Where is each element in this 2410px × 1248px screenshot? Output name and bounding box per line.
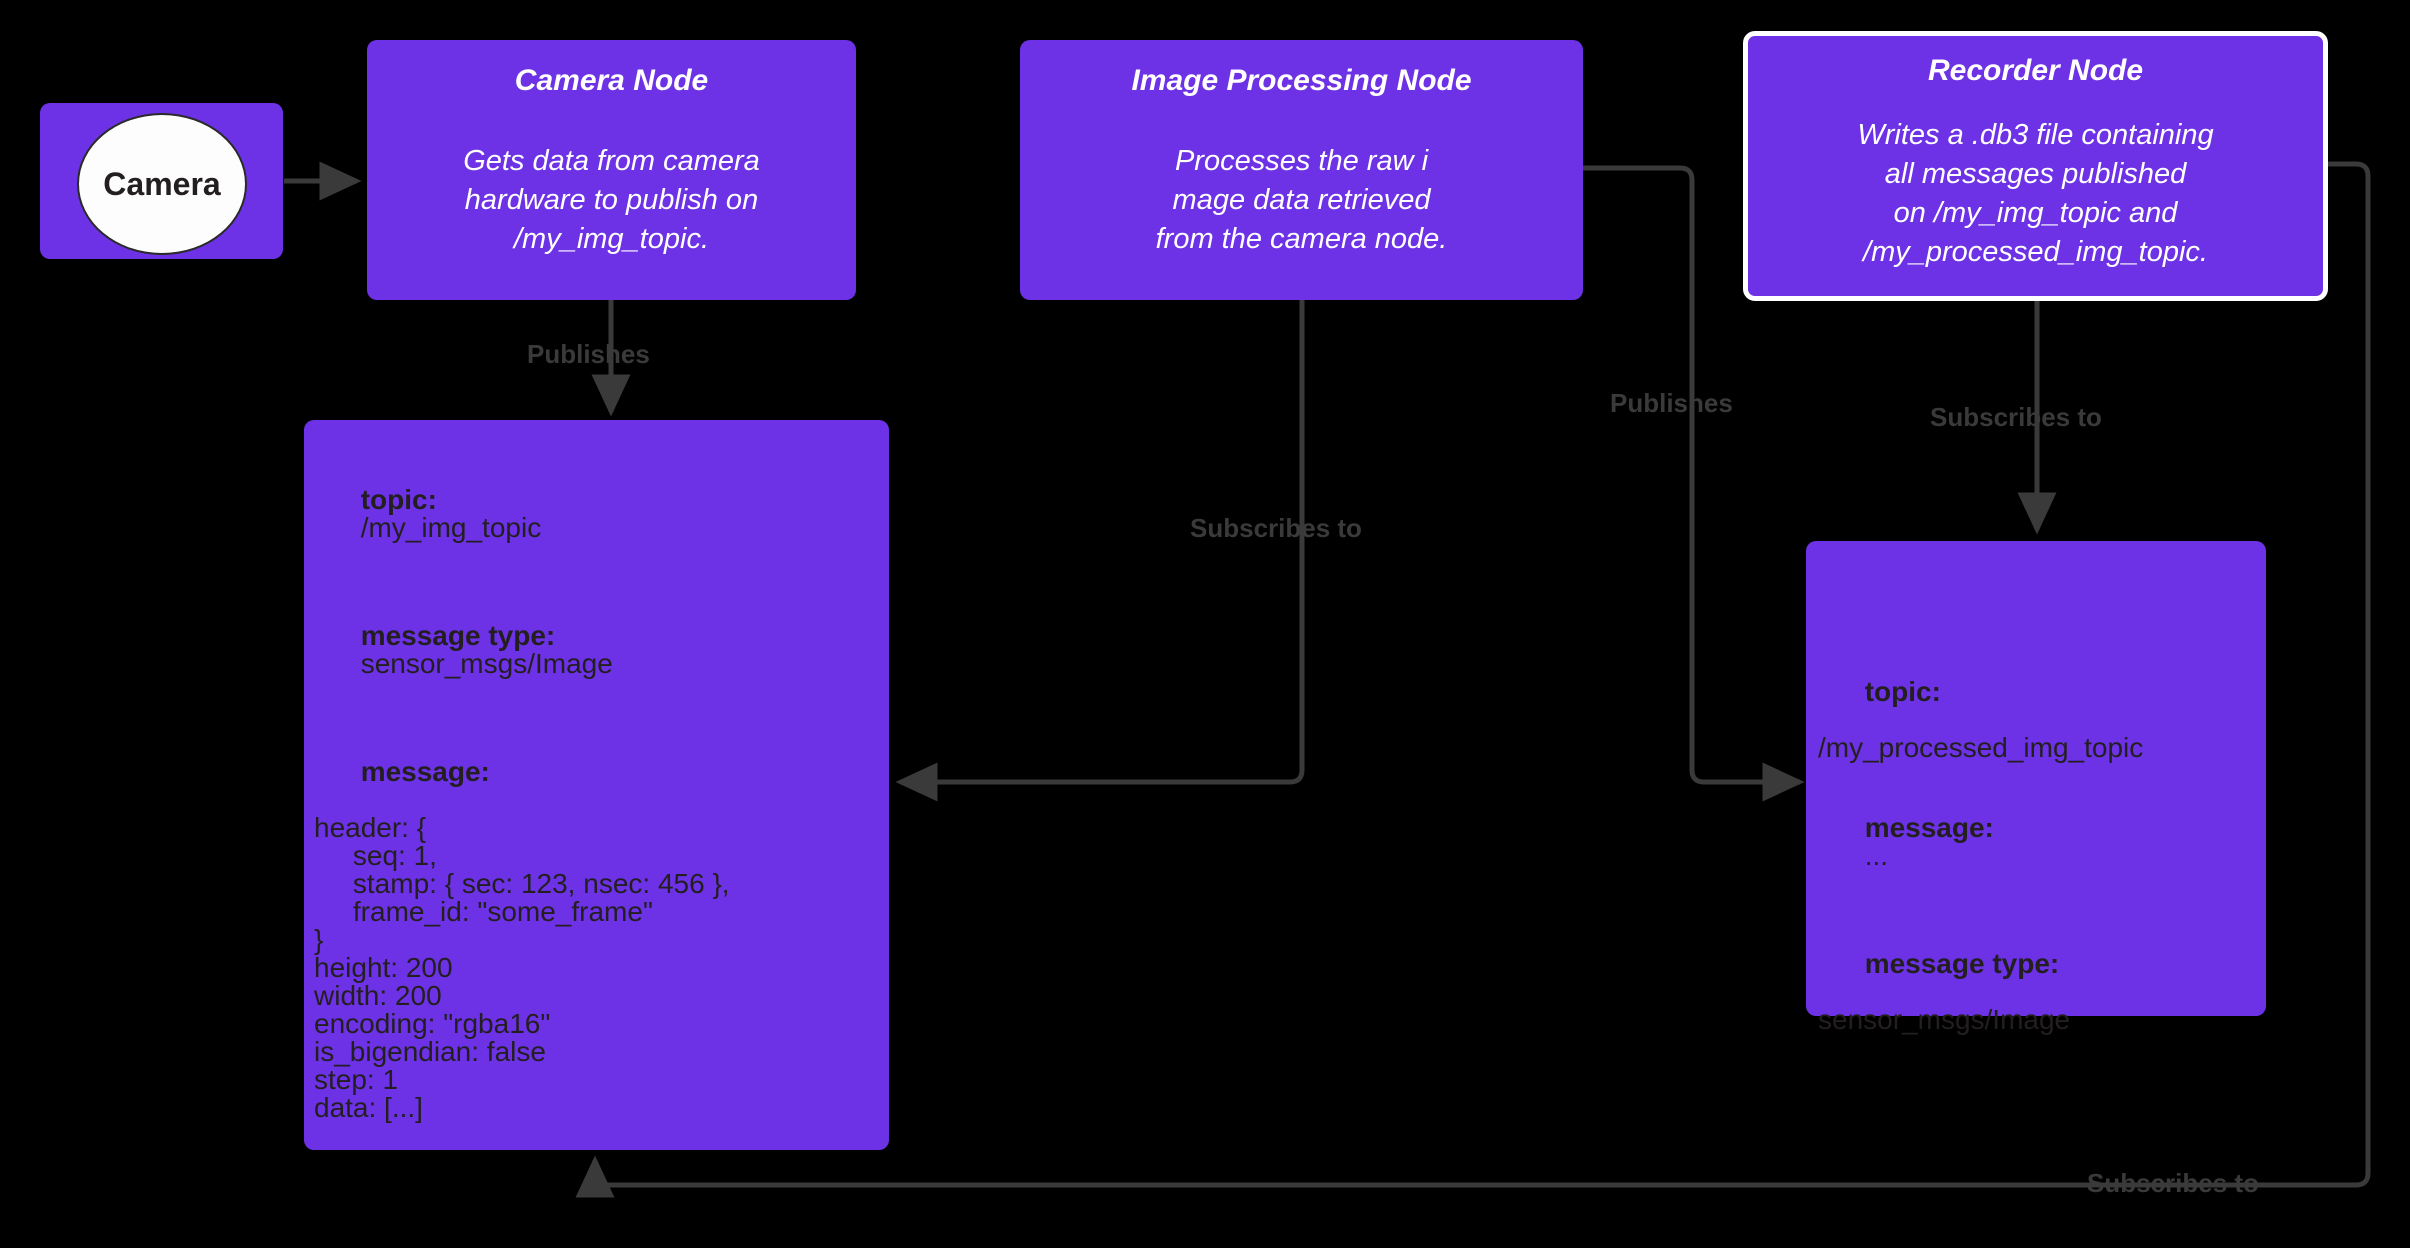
img-topic-message-line: header: {: [314, 812, 427, 843]
recorder-node[interactable]: Recorder Node Writes a .db3 file contain…: [1743, 31, 2328, 301]
img-topic-topic-label: topic:: [360, 484, 437, 515]
img-topic-message-line: width: 200: [314, 980, 442, 1011]
edge-label-image-processing-publishes: Publishes: [1610, 388, 1733, 418]
edge-label-recorder-subscribes-img: Subscribes to: [2087, 1168, 2259, 1198]
processed-message-row: message: ...: [1818, 786, 2266, 898]
image-processing-node-description: Processes the raw i mage data retrieved …: [1155, 144, 1448, 255]
edge-label-recorder-subscribes-processed: Subscribes to: [1930, 402, 2102, 432]
img-topic-box[interactable]: topic: /my_img_topic message type: senso…: [304, 420, 889, 1150]
edge-label-image-processing-subscribes: Subscribes to: [1190, 513, 1362, 543]
processed-message-type-value-row: sensor_msgs/Image: [1818, 1004, 2071, 1035]
image-processing-node[interactable]: Image Processing Node Processes the raw …: [1020, 40, 1583, 300]
camera-circle-icon: Camera: [77, 113, 247, 255]
processed-topic-label: topic:: [1864, 676, 1941, 707]
img-topic-message-line: data: [...]: [314, 1092, 423, 1123]
img-topic-message-line: frame_id: "some_frame": [314, 896, 653, 927]
img-topic-message-line: step: 1: [314, 1064, 399, 1095]
image-processing-node-title: Image Processing Node: [1131, 64, 1472, 97]
img-topic-message-type-label: message type:: [360, 620, 556, 651]
img-topic-topic-value: /my_img_topic: [360, 512, 542, 543]
img-topic-message-line: encoding: "rgba16": [314, 1008, 551, 1039]
img-topic-message-line: is_bigendian: false: [314, 1036, 546, 1067]
spacer: [1818, 898, 2266, 922]
camera-source-label: Camera: [103, 165, 221, 202]
img-topic-message-line: seq: 1,: [314, 840, 437, 871]
edge-label-camera-node-publishes: Publishes: [527, 339, 650, 369]
processed-topic-label-row: topic:: [1818, 650, 2266, 734]
img-topic-message-line: }: [314, 924, 324, 955]
img-topic-message-line: stamp: { sec: 123, nsec: 456 },: [314, 868, 730, 899]
camera-node-title: Camera Node: [514, 64, 709, 97]
recorder-node-title: Recorder Node: [1927, 54, 2144, 87]
camera-node-description: Gets data from camera hardware to publis…: [463, 144, 760, 255]
img-topic-message-type-value: sensor_msgs/Image: [360, 648, 613, 679]
img-topic-message-type-row: message type: sensor_msgs/Image: [314, 594, 889, 706]
img-topic-message-label-row: message:: [314, 730, 889, 814]
recorder-node-description: Writes a .db3 file containing all messag…: [1857, 118, 2214, 268]
img-topic-topic-row: topic: /my_img_topic: [314, 458, 889, 570]
img-topic-message-line: height: 200: [314, 952, 453, 983]
camera-source-node[interactable]: Camera: [40, 103, 283, 259]
camera-node[interactable]: Camera Node Gets data from camera hardwa…: [367, 40, 856, 300]
processed-topic-value-row: /my_processed_img_topic: [1818, 732, 2144, 763]
img-topic-message-body: header: { seq: 1, stamp: { sec: 123, nse…: [314, 814, 889, 1122]
processed-message-type-label: message type:: [1864, 948, 2060, 979]
spacer: [1818, 762, 2266, 786]
processed-message-type-label-row: message type:: [1818, 922, 2266, 1006]
img-topic-message-label: message:: [360, 756, 490, 787]
processed-img-topic-box[interactable]: topic: /my_processed_img_topic message: …: [1806, 541, 2266, 1034]
spacer: [314, 570, 889, 594]
spacer: [314, 706, 889, 730]
processed-message-label: message:: [1864, 812, 1994, 843]
processed-message-value: ...: [1864, 840, 1889, 871]
